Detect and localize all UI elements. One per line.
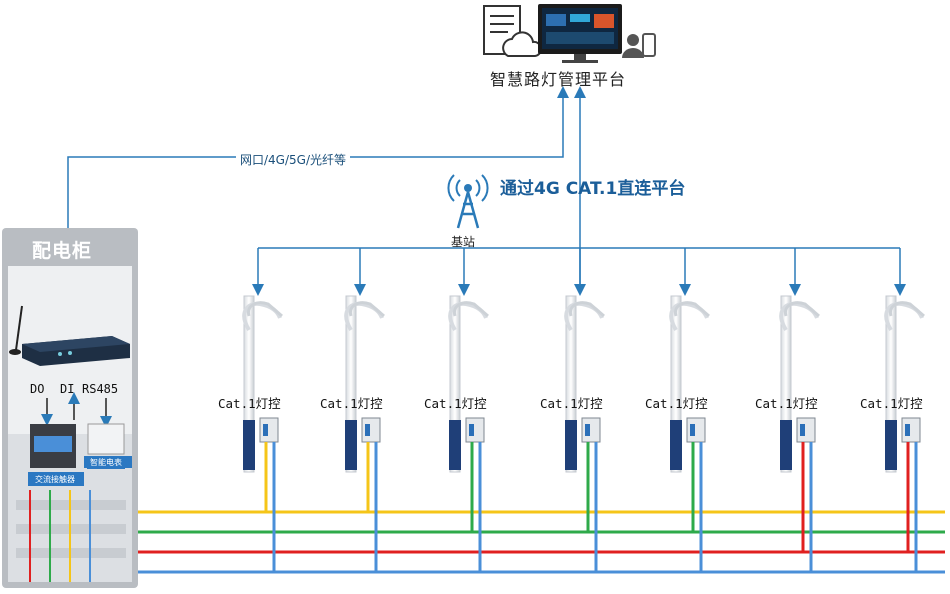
cat1-controller <box>361 417 381 443</box>
street-lamp <box>448 295 489 572</box>
port-wires <box>41 392 112 428</box>
port-di-label: DI <box>60 382 75 396</box>
cat1-controller <box>686 417 706 443</box>
lamp-base <box>449 420 461 470</box>
server-icon <box>483 5 521 55</box>
street-lamp <box>779 295 820 572</box>
antenna-tower-icon <box>447 174 489 229</box>
cloud-icon <box>502 31 543 57</box>
lamp-controller-label: Cat.1灯控 <box>424 396 487 411</box>
lamp-base <box>345 420 357 470</box>
gateway-device <box>9 305 130 366</box>
lamp-pole <box>670 295 682 473</box>
street-lamp <box>242 295 283 572</box>
lamp-base <box>780 420 792 470</box>
lamp-controller-label: Cat.1灯控 <box>320 396 383 411</box>
lamp-controller-label: Cat.1灯控 <box>860 396 923 411</box>
meter-label: 智能电表 <box>87 456 125 469</box>
contactor-label: 交流接触器 <box>32 473 78 486</box>
power-bus <box>138 510 945 574</box>
lamp-base <box>243 420 255 470</box>
port-rs485-label: RS485 <box>82 382 119 396</box>
breakers <box>16 490 126 582</box>
lamp-controller-label: Cat.1灯控 <box>645 396 708 411</box>
street-lamp <box>344 295 385 572</box>
lamp-pole <box>565 295 577 473</box>
port-do-label: DO <box>30 382 45 396</box>
monitor-icon <box>538 4 622 63</box>
street-lamp <box>884 295 925 572</box>
lamp-controller-label: Cat.1灯控 <box>540 396 603 411</box>
cabinet-title: 配电柜 <box>32 240 93 262</box>
platform-title: 智慧路灯管理平台 <box>490 70 627 89</box>
base-station-label: 基站 <box>451 235 476 249</box>
street-lamp <box>669 295 710 572</box>
distribution-cabinet <box>2 228 138 588</box>
wired-network-label: 网口/4G/5G/光纤等 <box>236 151 350 168</box>
contactor <box>28 424 84 486</box>
user-icon <box>622 34 644 58</box>
uplink-lines <box>67 86 906 310</box>
lamp-base <box>885 420 897 470</box>
lamp-pole <box>885 295 897 473</box>
lamp-controller-label: Cat.1灯控 <box>755 396 818 411</box>
cat1-controller <box>465 417 485 443</box>
lamp-controller-label: Cat.1灯控 <box>218 396 281 411</box>
lamp-pole <box>780 295 792 473</box>
lamp-base <box>565 420 577 470</box>
platform-icons <box>483 4 656 63</box>
street-lamp <box>564 295 605 572</box>
lamp-pole <box>345 295 357 473</box>
cat1-controller <box>796 417 816 443</box>
cat1-controller <box>901 417 921 443</box>
cellular-link-label: 通过4G CAT.1直连平台 <box>500 179 686 199</box>
lamp-pole <box>243 295 255 473</box>
lamp-base <box>670 420 682 470</box>
cat1-controller <box>581 417 601 443</box>
cat1-controller <box>259 417 279 443</box>
phone-icon <box>642 33 656 57</box>
lamp-pole <box>449 295 461 473</box>
